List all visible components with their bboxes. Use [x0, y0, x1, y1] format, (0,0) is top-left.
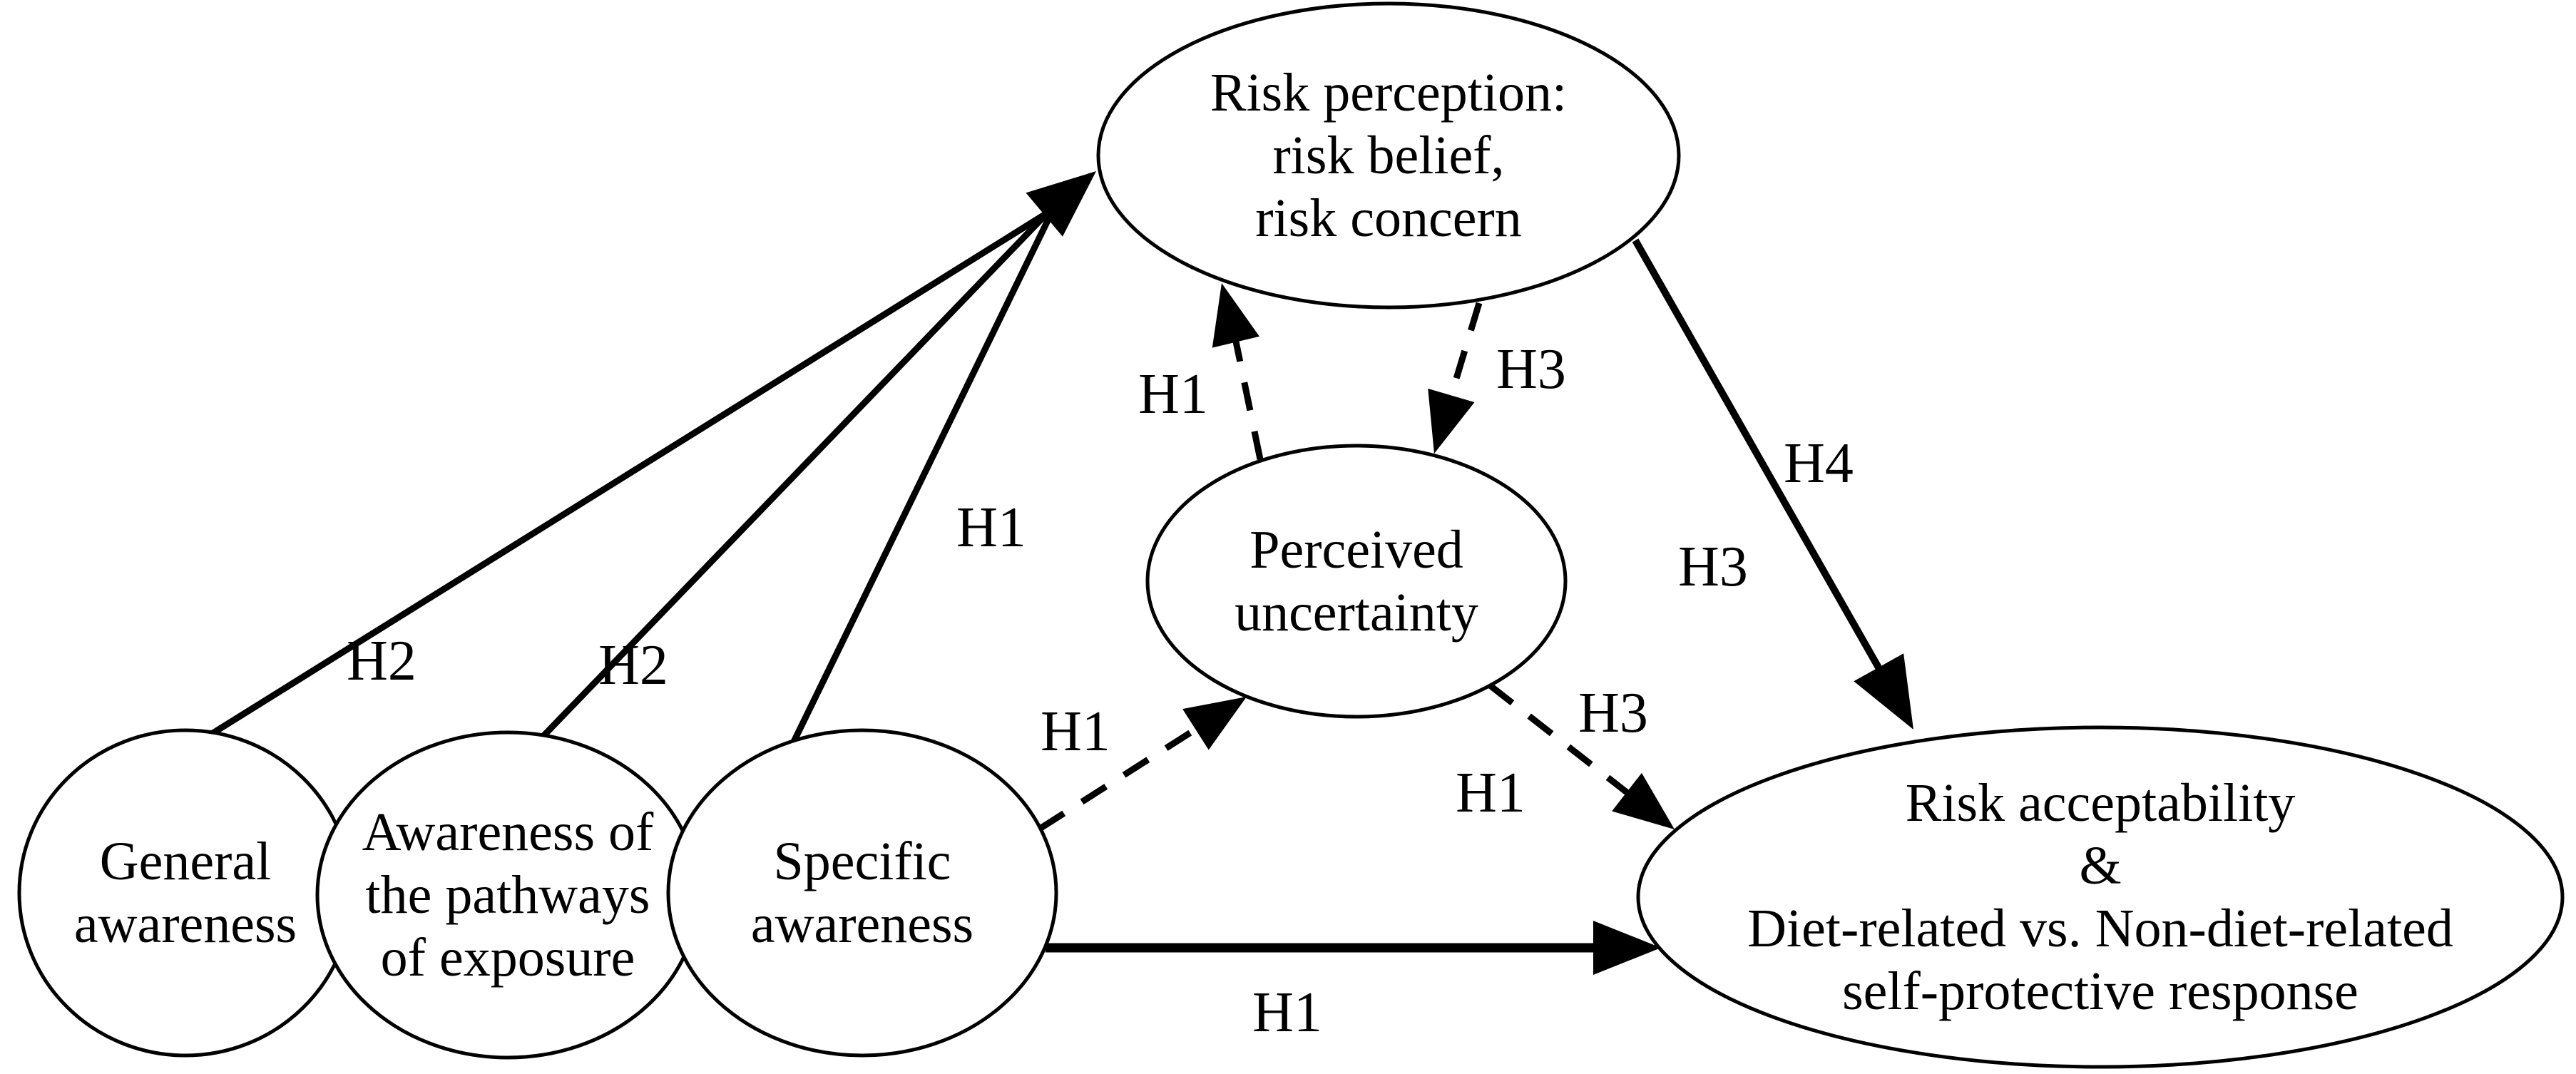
edge-line-general-to-risk-perception: [206, 209, 1051, 739]
arrowhead-icon: [1026, 171, 1096, 237]
node-ellipse-risk-perception: [1096, 1, 1681, 310]
arrowhead-icon: [1182, 697, 1247, 750]
node-risk-acceptability: Risk acceptability&Diet-related vs. Non-…: [1636, 725, 2565, 1069]
arrowhead-icon: [1612, 772, 1675, 829]
node-label-risk-acceptability: Risk acceptability&Diet-related vs. Non-…: [1747, 773, 2453, 1021]
hypothesis-label: H1: [1041, 700, 1110, 763]
edge-pathways-to-risk-perception: [539, 171, 1096, 740]
hypothesis-label: H1: [1456, 762, 1525, 824]
edge-risk-perception-to-perceived-uncertainty: [1428, 302, 1483, 454]
edge-specific-to-perceived-uncertainty: [1038, 697, 1247, 832]
hypothesis-label: H1: [956, 496, 1026, 559]
nodes-layer: Risk perception:risk belief,risk concern…: [17, 1, 2565, 1069]
node-ellipse-general-awareness: [17, 728, 354, 1058]
edge-perceived-uncertainty-to-risk-acceptability: [1488, 682, 1675, 829]
arrowhead-icon: [1428, 388, 1475, 454]
edge-line-specific-to-risk-perception: [789, 206, 1058, 745]
edge-line-risk-perception-to-perceived-uncertainty: [1448, 302, 1483, 397]
node-ellipse-specific-awareness: [666, 728, 1058, 1058]
edge-specific-to-risk-acceptability: [1046, 921, 1661, 975]
hypothesis-label: H1: [1252, 981, 1322, 1044]
edges-layer: [206, 171, 1913, 975]
hypothesis-label: H2: [598, 634, 668, 697]
hypothesis-label: H3: [1496, 338, 1566, 401]
edge-specific-to-risk-perception: [789, 206, 1058, 745]
edge-line-risk-perception-to-risk-acceptability: [1632, 238, 1882, 670]
node-ellipse-risk-acceptability: [1636, 725, 2565, 1069]
arrowhead-icon: [1593, 921, 1661, 975]
node-ellipse-perceived-uncertainty: [1145, 444, 1568, 719]
arrowhead-icon: [1854, 653, 1913, 730]
edge-general-to-risk-perception: [206, 209, 1051, 739]
arrowhead-icon: [1212, 283, 1259, 348]
edge-line-specific-to-perceived-uncertainty: [1038, 727, 1197, 832]
edge-perceived-uncertainty-to-risk-perception: [1212, 283, 1264, 460]
hypothesis-label: H4: [1784, 432, 1854, 495]
hypothesis-label: H1: [1138, 363, 1208, 426]
hypothesis-label: H3: [1678, 536, 1748, 598]
hypothesis-label: H3: [1578, 682, 1648, 745]
edge-line-pathways-to-risk-perception: [539, 206, 1054, 740]
node-risk-perception: Risk perception:risk belief,risk concern: [1096, 1, 1681, 310]
hypothesis-label: H2: [347, 630, 416, 692]
edge-risk-perception-to-risk-acceptability: [1632, 238, 1913, 730]
node-label-risk-perception: Risk perception:risk belief,risk concern: [1210, 63, 1567, 248]
edge-line-perceived-uncertainty-to-risk-perception: [1232, 341, 1264, 460]
